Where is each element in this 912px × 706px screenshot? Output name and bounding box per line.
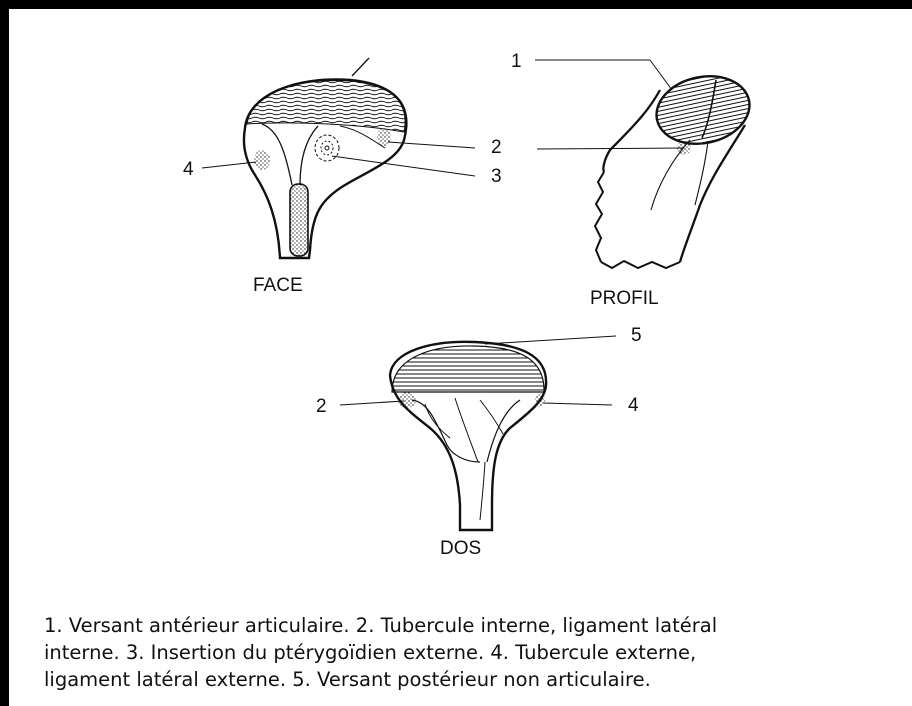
face-pterygoid-insertion [315,135,339,161]
face-articular-surface [247,81,405,132]
leader-dos-4 [543,403,612,405]
view-label-face: FACE [253,275,303,296]
marker-4: 4 [183,159,194,180]
dos-tubercle-external [535,393,545,407]
profil-head [650,68,756,152]
dos-tubercle-internal [398,392,416,408]
marker-3: 3 [491,166,502,187]
marker-4-dos: 4 [628,395,639,416]
caption-line-3: ligament latéral externe. 5. Versant pos… [44,666,894,693]
marker-2-dos: 2 [316,396,327,417]
marker-5: 5 [631,325,642,346]
caption-line-1: 1. Versant antérieur articulaire. 2. Tub… [44,612,894,639]
caption-line-2: interne. 3. Insertion du ptérygoïdien ex… [44,639,894,666]
leader-face-4 [202,162,256,168]
face-neck-crest [290,184,308,256]
face-tubercle-external [254,150,270,170]
dos-posterior-surface [392,346,544,392]
marker-1: 1 [511,51,522,72]
leader-dos-2 [340,401,404,405]
leader-face-3 [332,156,475,176]
view-label-profil: PROFIL [590,288,659,309]
profil-view: 1 PROFIL [511,51,756,309]
profil-fracture-edge [595,172,604,262]
face-tubercle-internal [377,128,391,146]
dos-view: 5 2 4 DOS [316,325,642,559]
figure-caption: 1. Versant antérieur articulaire. 2. Tub… [44,612,894,693]
leader-profil-2 [537,148,683,149]
face-view: 4 2 3 FACE [183,58,502,296]
view-label-dos: DOS [440,538,481,559]
marker-2: 2 [491,137,502,158]
leader-dos-5 [485,336,616,344]
